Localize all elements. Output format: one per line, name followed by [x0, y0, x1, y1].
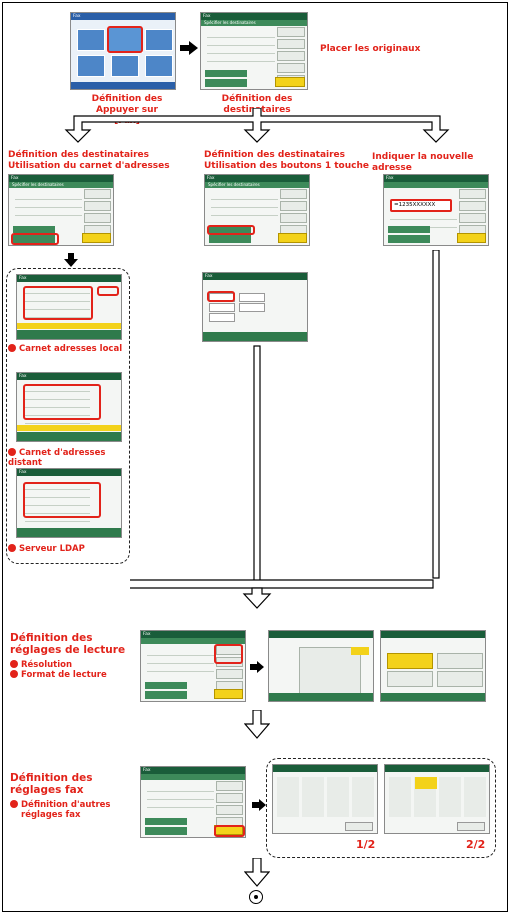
carnet-screen-title: Fax — [11, 176, 19, 181]
touche-list-title: Fax — [205, 274, 213, 279]
nouvelle-screen-title: Fax — [386, 176, 394, 181]
carnet-button-highlight — [11, 233, 59, 245]
lecture-item-format: Format de lecture — [10, 670, 140, 680]
lecture-res-highlight — [213, 644, 243, 664]
home-title: Fax — [73, 14, 81, 19]
local-list-highlight — [23, 286, 93, 320]
step-touche: Définition des destinataires Utilisation… — [204, 150, 374, 172]
page-1-2: 1/2 — [356, 838, 376, 851]
distant-screen-title: Fax — [19, 374, 27, 379]
fax-main-title: Fax — [143, 768, 151, 773]
touche-dest-screen: Fax Spécifier les destinataires — [204, 174, 310, 246]
carnet-local-label: Carnet adresses local — [8, 344, 134, 354]
touche-item-highlight — [207, 291, 235, 302]
options-button-highlight — [213, 825, 245, 837]
ldap-label: Serveur LDAP — [8, 544, 134, 554]
fax-item-line1: Définition d'autres — [10, 800, 140, 810]
fax-item-line2: réglages fax — [21, 810, 81, 820]
touche-list-screen: Fax — [202, 272, 308, 342]
local-screen-title: Fax — [19, 276, 27, 281]
format-screen — [268, 630, 374, 702]
arrow-down-outline — [244, 710, 270, 739]
local-side-highlight — [97, 286, 119, 296]
ldap-screen: Fax — [16, 468, 122, 538]
carnet-local-screen: Fax — [16, 274, 122, 340]
step-placer-originaux: Placer les originaux — [320, 44, 421, 54]
dest-screen: Fax Spécifier les destinataires — [200, 12, 308, 90]
arrow-down-icon — [64, 252, 78, 271]
step-fax: Définition des réglages fax — [10, 772, 140, 796]
new-address-value: =1235XXXXXX — [394, 202, 436, 208]
lecture-main-title: Fax — [143, 632, 151, 637]
touche-screen-title: Fax — [207, 176, 215, 181]
ldap-text: Serveur LDAP — [19, 544, 85, 554]
arrow-down-final — [244, 858, 270, 887]
arrow-right-icon — [180, 40, 198, 55]
merge-arrow — [130, 250, 440, 609]
step-nouvelle-adresse: Indiquer la nouvelle adresse — [372, 152, 474, 173]
fax-main-screen: Fax — [140, 766, 246, 838]
step-fax-line2: réglages fax — [10, 784, 84, 796]
carnet-group — [6, 268, 130, 564]
carnet-distant-screen: Fax — [16, 372, 122, 442]
carnet-local-text: Carnet adresses local — [19, 344, 123, 354]
touche-screen-header: Spécifier les destinataires — [208, 182, 260, 187]
carnet-dest-screen: Fax Spécifier les destinataires — [8, 174, 114, 246]
carnet-distant-label: Carnet d'adresses distant — [8, 448, 134, 468]
lecture-items: Résolution Format de lecture — [10, 660, 140, 680]
lecture-main-screen: Fax — [140, 630, 246, 702]
resolution-screen — [380, 630, 486, 702]
step-carnet-line1: Définition des destinataires — [8, 150, 150, 160]
home-screen: Fax — [70, 12, 176, 90]
touche-button-highlight — [207, 225, 255, 235]
step-lecture-line2: réglages de lecture — [10, 644, 126, 656]
step-fax-line1: Définition des — [10, 772, 93, 784]
ldap-screen-title: Fax — [19, 470, 27, 475]
options-screen-2 — [384, 764, 490, 834]
dest-screen-title: Fax — [203, 14, 211, 19]
arrow-right-icon-3 — [252, 796, 266, 815]
new-address-field: =1235XXXXXX — [390, 199, 452, 212]
options-screen-1 — [272, 764, 378, 834]
ldap-list-highlight — [23, 482, 101, 518]
step-lecture: Définition des réglages de lecture — [10, 632, 140, 656]
arrow-right-icon-2 — [250, 658, 264, 677]
step-lecture-line1: Définition des — [10, 632, 93, 644]
dest-screen-header: Spécifier les destinataires — [204, 20, 256, 25]
step-touche-line1: Définition des destinataires — [204, 150, 346, 160]
step-touche-line2: Utilisation des boutons 1 touche — [204, 161, 369, 171]
step-carnet-line2: Utilisation du carnet d'adresses — [8, 161, 170, 171]
carnet-distant-text: Carnet d'adresses distant — [8, 448, 106, 468]
step-carnet: Définition des destinataires Utilisation… — [8, 150, 198, 172]
end-icon — [249, 890, 263, 904]
options-group — [266, 758, 496, 858]
fax-items: Définition d'autres réglages fax — [10, 800, 140, 820]
page-2-2: 2/2 — [466, 838, 486, 851]
nouvelle-adresse-screen: Fax =1235XXXXXX — [383, 174, 489, 246]
branch-arrow — [64, 108, 450, 143]
lecture-item-resolution: Résolution — [10, 660, 140, 670]
distant-list-highlight — [23, 384, 101, 420]
fax-button-highlight — [107, 26, 143, 53]
carnet-screen-header: Spécifier les destinataires — [12, 182, 64, 187]
